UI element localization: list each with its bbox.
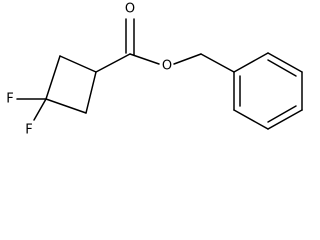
ring-bond-bottom bbox=[45, 98, 87, 114]
atom-label-ester-oxygen: O bbox=[162, 59, 172, 74]
cf-bond-bottom bbox=[33, 98, 47, 121]
chemical-structure: F F O O bbox=[6, 2, 303, 138]
benzene-bond-2 bbox=[267, 52, 303, 73]
ch2-to-phenyl-bond bbox=[200, 53, 235, 73]
cyclobutane-ring bbox=[45, 55, 97, 114]
benzene-ring bbox=[233, 52, 303, 130]
carbonyl-to-ester-oxygen-bond bbox=[129, 53, 160, 65]
ring-bond-top bbox=[59, 55, 97, 73]
ring-bond-left bbox=[45, 55, 61, 100]
atom-label-fluorine-bottom: F bbox=[25, 123, 32, 138]
ring-bond-right bbox=[85, 71, 97, 114]
ring-to-carbonyl-bond bbox=[95, 53, 131, 73]
benzene-bond-1 bbox=[233, 52, 269, 73]
benzene-inner-bond-2 bbox=[267, 105, 297, 123]
benzene-inner-bond-1 bbox=[267, 59, 297, 77]
benzene-bond-4 bbox=[267, 109, 303, 130]
atom-label-carbonyl-oxygen: O bbox=[125, 2, 135, 17]
atom-label-fluorine-top: F bbox=[6, 92, 13, 107]
ester-oxygen-to-ch2-bond bbox=[173, 53, 202, 65]
benzene-bond-5 bbox=[233, 109, 269, 130]
